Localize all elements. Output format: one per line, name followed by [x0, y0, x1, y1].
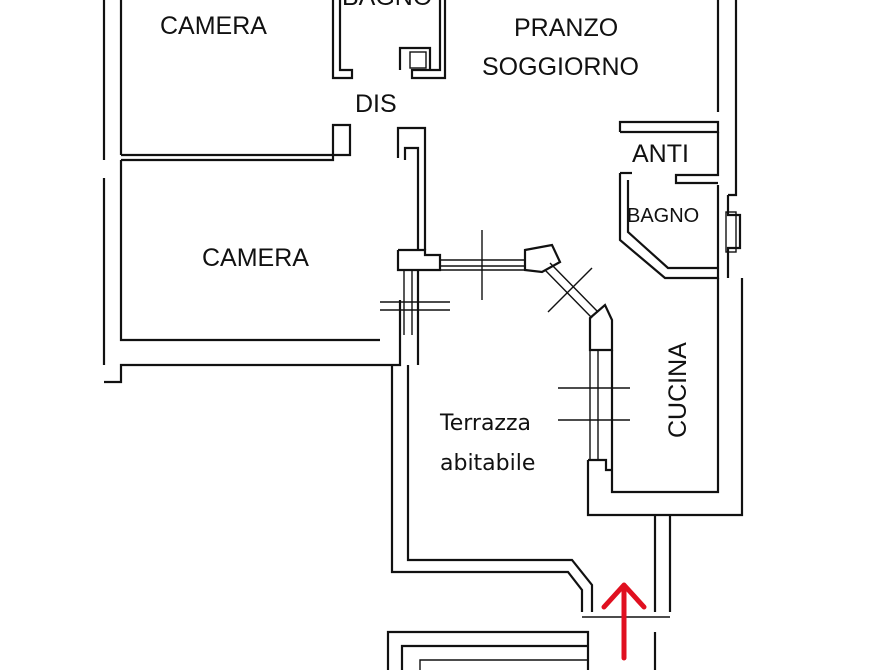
room-label-camera-mid: CAMERA [202, 244, 309, 272]
room-label-bagno-top: BAGNO [342, 0, 432, 11]
camera-top-walls [121, 0, 354, 162]
room-label-soggiorno: SOGGIORNO [482, 53, 639, 81]
room-label-camera-top: CAMERA [160, 12, 267, 40]
room-label-terrazza-line2: abitabile [440, 451, 535, 476]
room-label-terrazza-line1: Terrazza [439, 411, 531, 436]
window-marks [380, 230, 630, 421]
room-label-dis: DIS [355, 90, 397, 118]
entrance-arrow [601, 582, 647, 661]
stairs [386, 630, 657, 670]
room-label-cucina: CUCINA [664, 342, 692, 438]
soggiorno-walls [618, 0, 738, 197]
anti-bagno-walls [618, 132, 742, 280]
room-label-pranzo: PRANZO [514, 14, 618, 42]
left-exterior-walls [102, 0, 402, 384]
room-label-bagno-right: BAGNO [627, 205, 699, 227]
dis-walls [396, 126, 427, 250]
bagno-top-walls [398, 0, 447, 80]
room-label-anti: ANTI [632, 140, 689, 168]
